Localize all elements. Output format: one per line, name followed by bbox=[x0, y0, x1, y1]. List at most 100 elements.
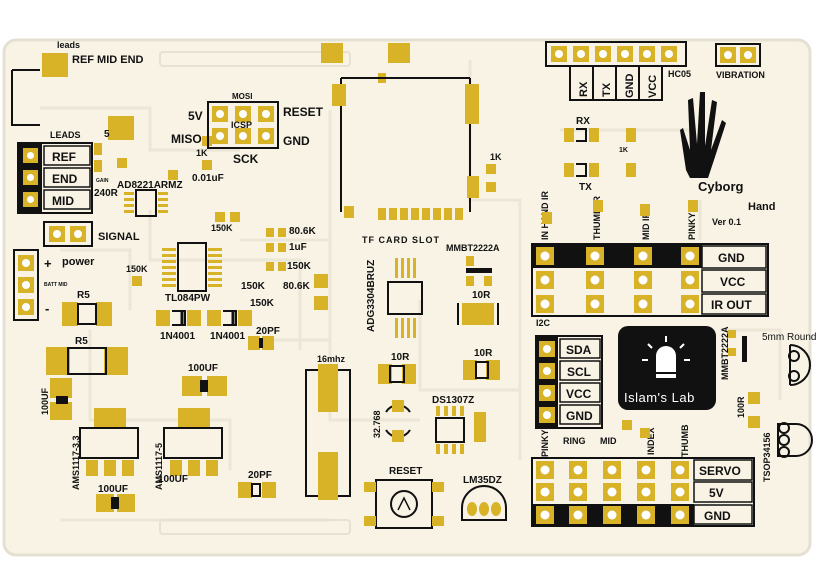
r5-resistor-b bbox=[46, 347, 128, 375]
k150-label-c: 150K bbox=[287, 261, 312, 272]
crystal-32k bbox=[385, 400, 411, 442]
hand-icon bbox=[680, 92, 726, 178]
ir-pad-inhand-top bbox=[542, 212, 552, 224]
i2c-pin-scl: SCL bbox=[567, 365, 591, 379]
temp-sensor bbox=[461, 485, 507, 521]
k150-label-b: 150K bbox=[126, 264, 148, 274]
servo-k1-pad bbox=[622, 420, 632, 430]
regulator-5 bbox=[163, 408, 223, 476]
power-label: power bbox=[62, 256, 95, 268]
k806-label-b: 80.6K bbox=[283, 281, 310, 292]
opamp-label: TL084PW bbox=[165, 293, 211, 304]
r10-label-c: 10R bbox=[474, 348, 493, 359]
leads-header bbox=[17, 142, 93, 214]
rtc-label: DS1307Z bbox=[432, 395, 474, 406]
leads-pad-ref bbox=[42, 53, 68, 77]
adg-label: ADG3304BRUZ bbox=[366, 260, 377, 332]
reg5-label: AMS1117-5 bbox=[154, 443, 164, 490]
serial-pin-gnd: GND bbox=[624, 74, 636, 99]
ir-pad-thumb-top bbox=[593, 200, 603, 212]
rtc-chip bbox=[435, 406, 486, 454]
serial-pin-rx: RX bbox=[578, 81, 590, 97]
led-5mm bbox=[788, 344, 811, 386]
k150a-pad-b bbox=[230, 212, 240, 222]
crystal32-label: 32.768 bbox=[372, 410, 382, 438]
cap001-label: 0.01uF bbox=[192, 173, 224, 184]
servo-pad-index bbox=[640, 428, 650, 438]
leads-box-title: LEADS bbox=[50, 130, 81, 140]
cap-100uf-mid bbox=[182, 376, 227, 396]
temp-label: LM35DZ bbox=[463, 475, 502, 486]
pcb-traces bbox=[40, 60, 782, 522]
ir-col-thumb: THUMB IR bbox=[592, 196, 602, 240]
led-label: 5mm Round bbox=[762, 332, 816, 343]
serial-pin-vcc: VCC bbox=[647, 75, 659, 98]
k150-label-d: 150K bbox=[241, 281, 266, 292]
cap-20pf-a bbox=[248, 336, 274, 350]
power-minus: - bbox=[45, 301, 49, 316]
vibration-label: VIBRATION bbox=[716, 70, 765, 80]
icsp-gnd-label: GND bbox=[283, 134, 310, 148]
inamp-chip bbox=[124, 189, 168, 217]
servo-header bbox=[531, 457, 755, 527]
reset-button[interactable] bbox=[364, 479, 444, 529]
cap-100uf-label-b: 100UF bbox=[188, 363, 218, 374]
r10-label-b: 10R bbox=[391, 352, 410, 363]
reset-label: RESET bbox=[389, 466, 422, 477]
k1-label-b: 1K bbox=[619, 147, 628, 154]
leads-ref-mid-end-label: REF MID END bbox=[72, 54, 144, 66]
regulator-33 bbox=[79, 408, 139, 476]
k806b-pad-b bbox=[314, 296, 328, 310]
diode2-label: 1N4001 bbox=[210, 331, 245, 342]
icsp-header bbox=[207, 101, 279, 149]
tsop-label: TSOP34156 bbox=[762, 432, 772, 482]
r10-resistor-b bbox=[378, 364, 416, 384]
icsp-title: ICSP bbox=[231, 120, 252, 130]
gain-label: GAIN bbox=[96, 178, 109, 184]
power-header bbox=[13, 249, 39, 321]
cap-100uf-label-c: 100UF bbox=[98, 484, 128, 495]
diode-2 bbox=[207, 310, 252, 326]
version-label: Ver 0.1 bbox=[712, 217, 741, 227]
leads-pad-end bbox=[108, 116, 134, 140]
k1-pad-b bbox=[202, 160, 212, 170]
transistor-a bbox=[466, 256, 492, 286]
ir-row-vcc: VCC bbox=[720, 275, 746, 289]
k150a-pad bbox=[215, 212, 225, 222]
icsp-mosi-label: MOSI bbox=[232, 92, 252, 101]
signal-label: SIGNAL bbox=[98, 231, 140, 243]
k806-label-a: 80.6K bbox=[289, 226, 316, 237]
icsp-5v-label: 5V bbox=[188, 109, 203, 123]
k150-label-e: 150K bbox=[250, 298, 275, 309]
cap-100uf-bottom-a bbox=[96, 494, 135, 512]
ir-receiver bbox=[777, 422, 813, 458]
vibration-header bbox=[715, 43, 761, 67]
servo-row-servo: SERVO bbox=[699, 464, 741, 478]
leads-connector-outline bbox=[11, 69, 40, 126]
cap-100uf-label-d: 100UF bbox=[158, 474, 188, 485]
servo-col-mid: MID bbox=[600, 436, 617, 446]
i2c-header bbox=[535, 335, 603, 429]
ir-row-gnd: GND bbox=[718, 251, 745, 265]
mount-pad-1 bbox=[321, 43, 343, 63]
power-plus: + bbox=[44, 256, 52, 271]
ir-header bbox=[531, 243, 769, 317]
sd-card-slot bbox=[332, 77, 479, 220]
ir-col-mid: MID IR bbox=[641, 212, 651, 240]
diode-1 bbox=[156, 310, 201, 326]
edge-slot-top bbox=[159, 51, 351, 67]
tx-led-label: TX bbox=[579, 182, 592, 193]
r5-resistor-a bbox=[62, 302, 112, 326]
cap-100uf-label-a: 100UF bbox=[40, 387, 50, 415]
batt-mid-label: BATT MID bbox=[44, 282, 68, 288]
i2c-pin-gnd: GND bbox=[566, 409, 593, 423]
r10-resistor-a bbox=[457, 303, 499, 325]
k1-label-c: 1K bbox=[490, 152, 502, 162]
hc05-label: HC05 bbox=[668, 69, 691, 79]
tx-led bbox=[564, 163, 636, 177]
pf20-label-a: 20PF bbox=[256, 326, 280, 337]
ir-pad-pinky-top bbox=[688, 200, 698, 212]
k806b-pad bbox=[314, 274, 328, 288]
gain-resistor bbox=[94, 143, 127, 172]
transistor-b bbox=[728, 330, 747, 362]
